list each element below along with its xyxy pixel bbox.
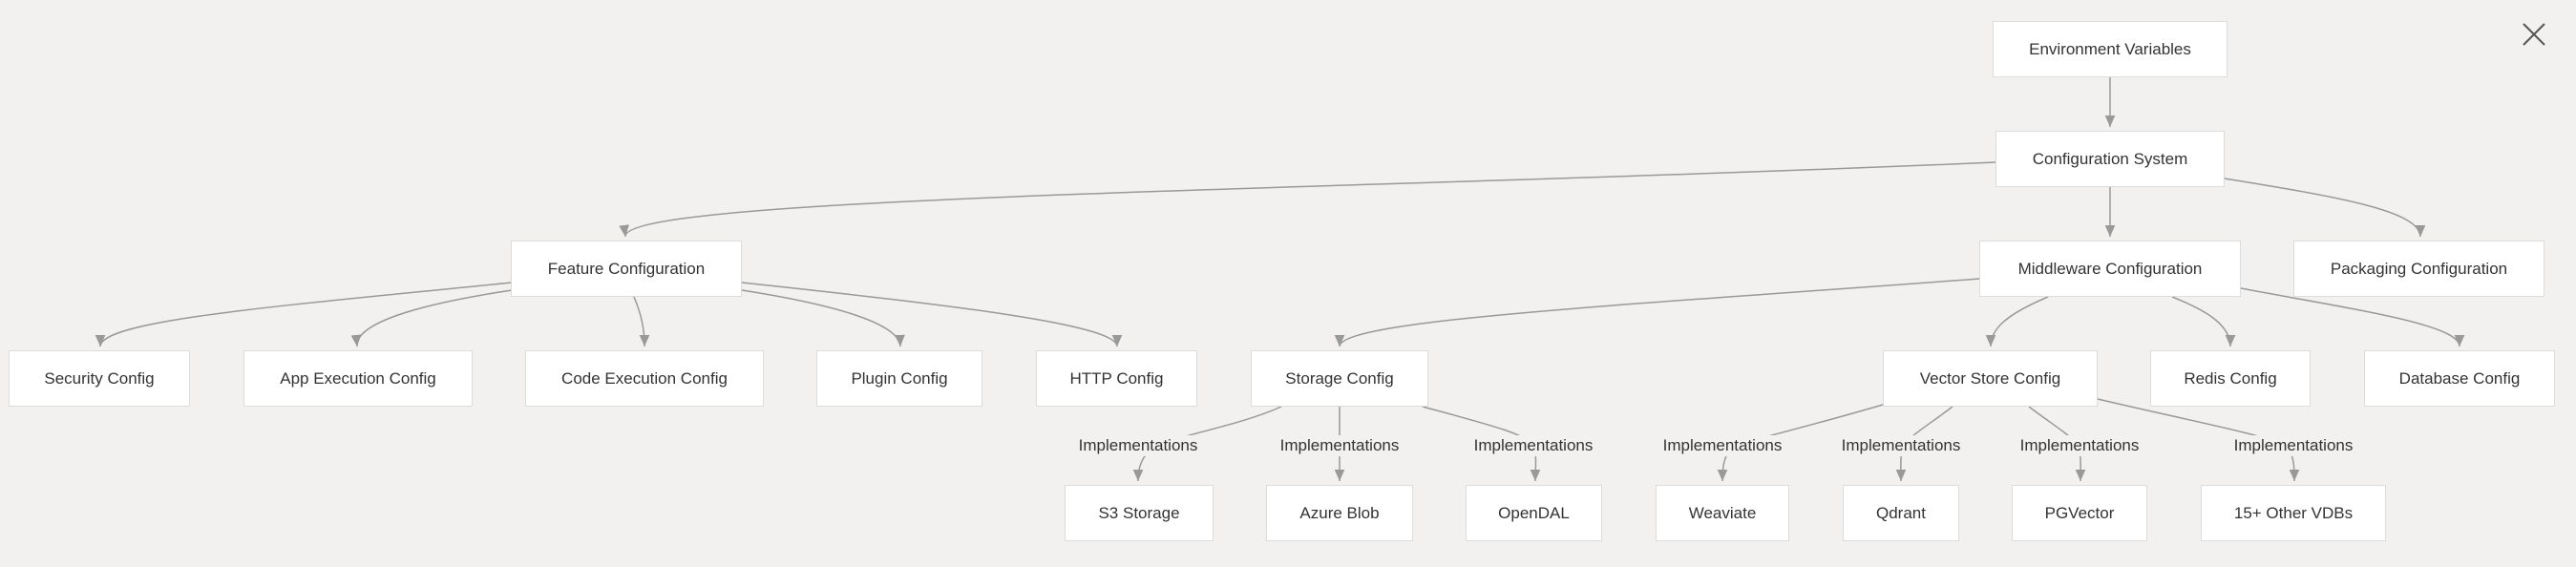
close-icon [2523, 23, 2545, 46]
node-storage-config: Storage Config [1251, 350, 1428, 407]
edge-label-implementations: Implementations [1076, 435, 1200, 456]
edge-label-implementations: Implementations [1660, 435, 1784, 456]
node-qdrant: Qdrant [1843, 485, 1959, 541]
edge-label-implementations: Implementations [1277, 435, 1402, 456]
node-environment-variables: Environment Variables [1993, 21, 2228, 77]
edge-label-implementations: Implementations [2017, 435, 2142, 456]
node-opendal: OpenDAL [1466, 485, 1602, 541]
edge-connector [350, 289, 513, 347]
node-vector-store-config: Vector Store Config [1883, 350, 2098, 407]
node-packaging-configuration: Packaging Configuration [2293, 241, 2544, 297]
node-azure-blob: Azure Blob [1266, 485, 1413, 541]
edge-label-implementations: Implementations [2231, 435, 2355, 456]
node-redis-config: Redis Config [2150, 350, 2311, 407]
node-plugin-config: Plugin Config [816, 350, 982, 407]
edge-connector [1334, 278, 1980, 347]
edge-connector [619, 161, 1996, 238]
node-configuration-system: Configuration System [1995, 131, 2225, 187]
node-app-execution-config: App Execution Config [243, 350, 473, 407]
edge-connector [633, 296, 650, 347]
edge-connector [741, 282, 1123, 347]
node-code-execution-config: Code Execution Config [525, 350, 764, 407]
edge-connector [95, 282, 513, 347]
node-database-config: Database Config [2364, 350, 2555, 407]
node-security-config: Security Config [9, 350, 190, 407]
edge-connector [741, 289, 905, 347]
node-15-other-vdbs: 15+ Other VDBs [2201, 485, 2386, 541]
node-middleware-configuration: Middleware Configuration [1979, 241, 2241, 297]
node-weaviate: Weaviate [1656, 485, 1789, 541]
edge-connector [2171, 296, 2236, 347]
node-s3-storage: S3 Storage [1065, 485, 1214, 541]
edge-connector [2224, 178, 2426, 238]
edge-label-implementations: Implementations [1839, 435, 1963, 456]
node-feature-configuration: Feature Configuration [511, 241, 742, 297]
edge-label-implementations: Implementations [1471, 435, 1595, 456]
node-http-config: HTTP Config [1036, 350, 1197, 407]
node-pgvector: PGVector [2012, 485, 2147, 541]
close-button[interactable] [2521, 21, 2547, 48]
edge-connector [2240, 287, 2465, 347]
edge-connector [1985, 296, 2049, 347]
